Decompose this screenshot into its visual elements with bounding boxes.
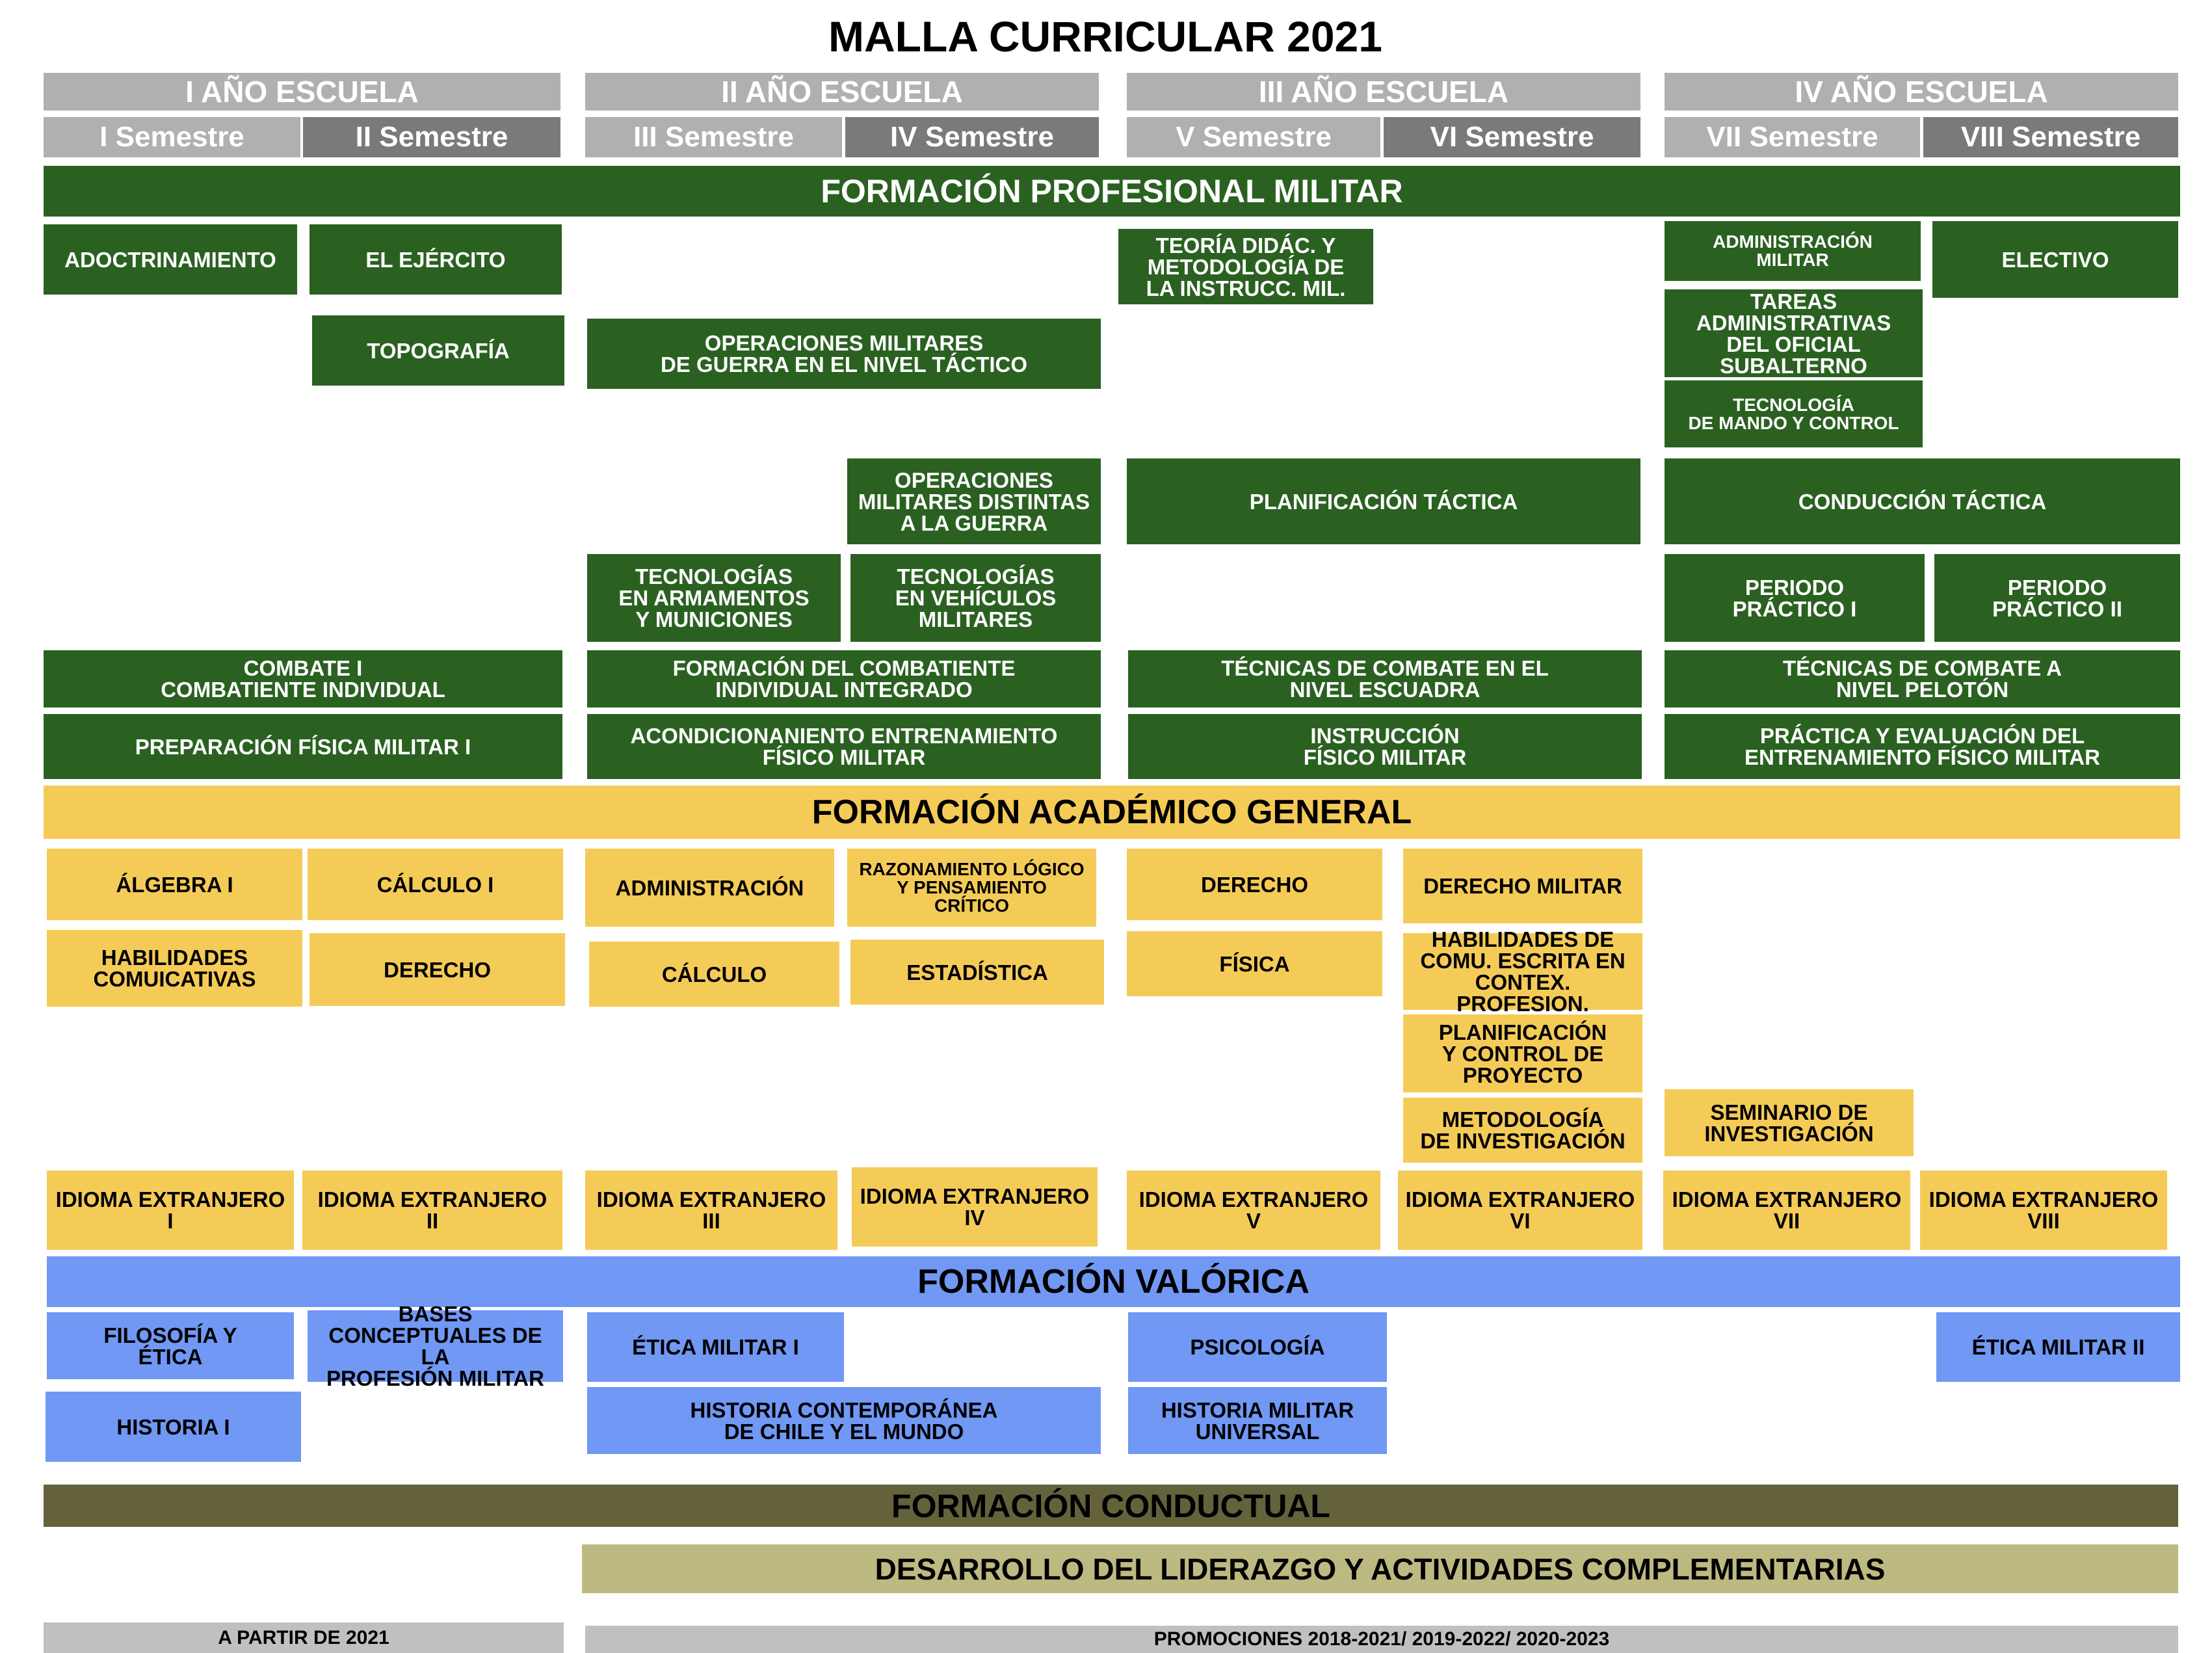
course-historia-universal: HISTORIA MILITAR UNIVERSAL [1128, 1387, 1387, 1454]
course-operaciones-distintas: OPERACIONES MILITARES DISTINTAS A LA GUE… [847, 458, 1101, 544]
course-el-ejercito: EL EJÉRCITO [309, 224, 562, 295]
year-header-1: I AÑO ESCUELA [44, 73, 560, 111]
course-acondicionamiento: ACONDICIONANIENTO ENTRENAMIENTO FÍSICO M… [587, 714, 1101, 779]
course-tecnicas-peloton: TÉCNICAS DE COMBATE A NIVEL PELOTÓN [1665, 650, 2180, 707]
course-practica-evaluacion: PRÁCTICA Y EVALUACIÓN DEL ENTRENAMIENTO … [1665, 714, 2180, 779]
course-topografia: TOPOGRAFÍA [312, 315, 564, 386]
course-historia-contemporanea: HISTORIA CONTEMPORÁNEA DE CHILE Y EL MUN… [587, 1387, 1101, 1454]
course-tecnicas-escuadra: TÉCNICAS DE COMBATE EN EL NIVEL ESCUADRA [1128, 650, 1642, 707]
course-operaciones-guerra: OPERACIONES MILITARES DE GUERRA EN EL NI… [587, 319, 1101, 389]
semester-8: VIII Semestre [1923, 117, 2178, 157]
course-bases-conceptuales: BASES CONCEPTUALES DE LA PROFESIÓN MILIT… [308, 1303, 563, 1389]
course-conduccion-tactica: CONDUCCIÓN TÁCTICA [1665, 458, 2180, 544]
course-idioma-2: IDIOMA EXTRANJERO II [302, 1170, 562, 1250]
course-derecho-2: DERECHO [309, 933, 565, 1006]
course-idioma-1: IDIOMA EXTRANJERO I [47, 1170, 294, 1250]
course-tecnologias-armamentos: TECNOLOGÍAS EN ARMAMENTOS Y MUNICIONES [587, 554, 841, 642]
course-periodo-practico-1: PERIODO PRÁCTICO I [1665, 554, 1925, 642]
course-electivo: ELECTIVO [1932, 221, 2178, 298]
course-estadistica: ESTADÍSTICA [850, 940, 1104, 1005]
course-administracion: ADMINISTRACIÓN [585, 849, 834, 927]
semester-6: VI Semestre [1384, 117, 1640, 157]
course-filosofia-etica: FILOSOFÍA Y ÉTICA [47, 1312, 294, 1379]
course-razonamiento-logico: RAZONAMIENTO LÓGICO Y PENSAMIENTO CRÍTIC… [847, 849, 1096, 927]
course-etica-militar-2: ÉTICA MILITAR II [1936, 1312, 2180, 1382]
semester-4: IV Semestre [845, 117, 1099, 157]
course-calculo: CÁLCULO [589, 942, 839, 1007]
course-adoctrinamiento: ADOCTRINAMIENTO [44, 224, 297, 295]
course-preparacion-fisica: PREPARACIÓN FÍSICA MILITAR I [44, 714, 562, 779]
section-header-militar: FORMACIÓN PROFESIONAL MILITAR [44, 166, 2180, 217]
course-planificacion-proyecto: PLANIFICACIÓN Y CONTROL DE PROYECTO [1403, 1014, 1642, 1092]
section-header-academico: FORMACIÓN ACADÉMICO GENERAL [44, 786, 2180, 839]
course-algebra-1: ÁLGEBRA I [47, 849, 302, 920]
course-instruccion-fisico: INSTRUCCIÓN FÍSICO MILITAR [1128, 714, 1642, 779]
course-teoria-didactica: TEORÍA DIDÁC. Y METODOLOGÍA DE LA INSTRU… [1118, 229, 1373, 304]
course-habilidades-comunicativas: HABILIDADES COMUICATIVAS [47, 930, 302, 1007]
course-psicologia: PSICOLOGÍA [1128, 1312, 1387, 1382]
course-tecnologia-mando: TECNOLOGÍA DE MANDO Y CONTROL [1665, 380, 1923, 447]
course-etica-militar-1: ÉTICA MILITAR I [587, 1312, 844, 1382]
course-historia-1: HISTORIA I [46, 1392, 301, 1462]
course-calculo-1: CÁLCULO I [308, 849, 563, 920]
course-combate-1: COMBATE I COMBATIENTE INDIVIDUAL [44, 650, 562, 707]
page-title: MALLA CURRICULAR 2021 [828, 12, 1382, 60]
course-planificacion-tactica: PLANIFICACIÓN TÁCTICA [1127, 458, 1640, 544]
semester-1: I Semestre [44, 117, 300, 157]
course-idioma-6: IDIOMA EXTRANJERO VI [1398, 1170, 1642, 1250]
course-seminario-investigacion: SEMINARIO DE INVESTIGACIÓN [1665, 1089, 1914, 1156]
semester-7: VII Semestre [1665, 117, 1920, 157]
course-derecho-5: DERECHO [1127, 849, 1382, 920]
section-header-valorica: FORMACIÓN VALÓRICA [47, 1256, 2180, 1307]
course-idioma-4: IDIOMA EXTRANJERO IV [852, 1167, 1098, 1247]
semester-3: III Semestre [585, 117, 842, 157]
course-idioma-3: IDIOMA EXTRANJERO III [585, 1170, 837, 1250]
course-metodologia-investigacion: METODOLOGÍA DE INVESTIGACIÓN [1403, 1098, 1642, 1163]
course-idioma-8: IDIOMA EXTRANJERO VIII [1920, 1170, 2167, 1250]
section-liderazgo: DESARROLLO DEL LIDERAZGO Y ACTIVIDADES C… [582, 1544, 2178, 1593]
footer-right: PROMOCIONES 2018-2021/ 2019-2022/ 2020-2… [585, 1626, 2178, 1653]
course-fisica: FÍSICA [1127, 931, 1382, 996]
course-periodo-practico-2: PERIODO PRÁCTICO II [1934, 554, 2180, 642]
semester-2: II Semestre [303, 117, 560, 157]
semester-5: V Semestre [1127, 117, 1380, 157]
year-header-4: IV AÑO ESCUELA [1665, 73, 2178, 111]
course-derecho-militar: DERECHO MILITAR [1403, 849, 1642, 923]
year-header-3: III AÑO ESCUELA [1127, 73, 1640, 111]
year-header-2: II AÑO ESCUELA [585, 73, 1099, 111]
course-idioma-5: IDIOMA EXTRANJERO V [1127, 1170, 1380, 1250]
course-tareas-administrativas: TAREAS ADMINISTRATIVAS DEL OFICIAL SUBAL… [1665, 289, 1923, 377]
course-formacion-combatiente: FORMACIÓN DEL COMBATIENTE INDIVIDUAL INT… [587, 650, 1101, 707]
course-administracion-militar: ADMINISTRACIÓN MILITAR [1665, 221, 1921, 281]
course-habilidades-escrita: HABILIDADES DE COMU. ESCRITA EN CONTEX. … [1403, 929, 1642, 1014]
course-tecnologias-vehiculos: TECNOLOGÍAS EN VEHÍCULOS MILITARES [850, 554, 1101, 642]
footer-left: A PARTIR DE 2021 [44, 1622, 564, 1653]
section-header-conductual: FORMACIÓN CONDUCTUAL [44, 1485, 2178, 1527]
course-idioma-7: IDIOMA EXTRANJERO VII [1663, 1170, 1910, 1250]
